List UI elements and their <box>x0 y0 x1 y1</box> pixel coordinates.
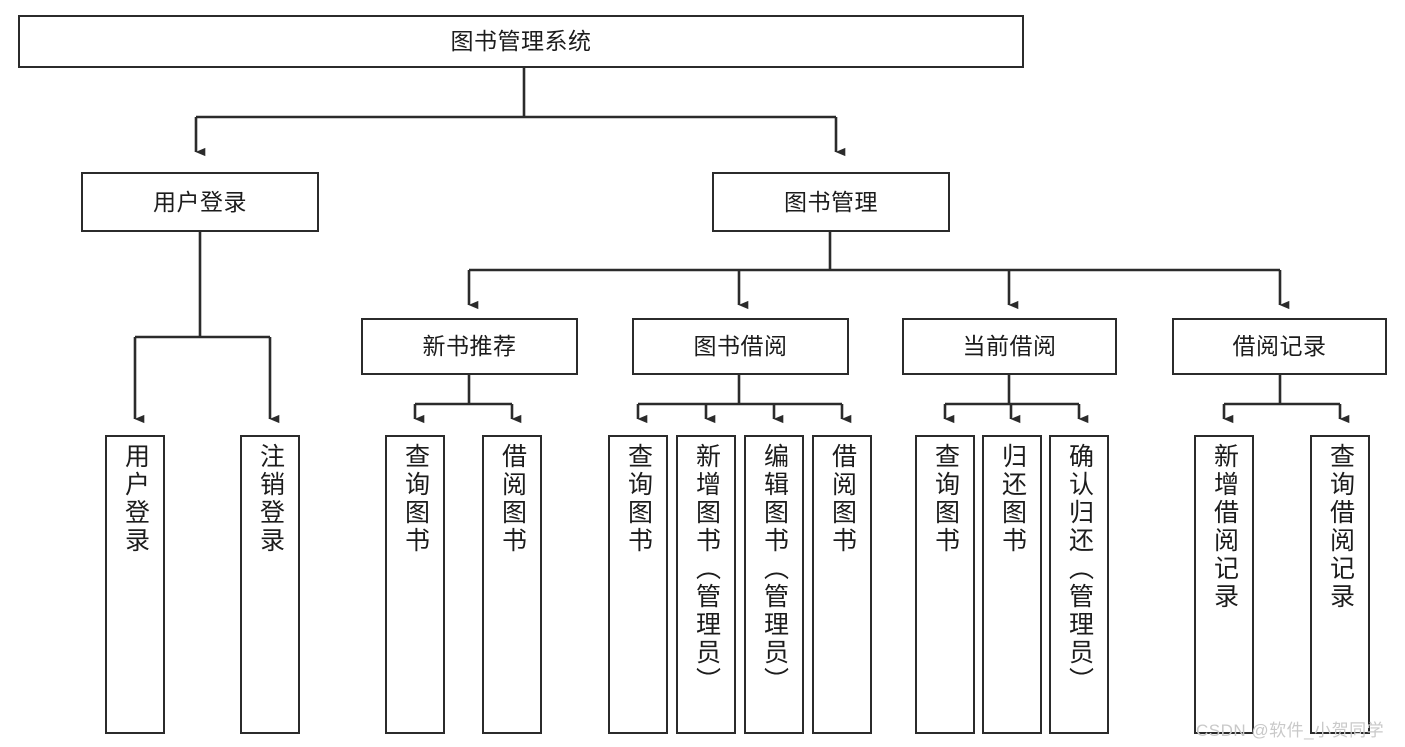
node-book-borrow[interactable]: 图书借阅 <box>632 318 849 375</box>
node-leaf-borrow-book-2[interactable]: 借阅图书 <box>812 435 872 734</box>
csdn-watermark: CSDN @软件_小贺同学 <box>1196 721 1385 740</box>
node-leaf-user-login-label: 用户登录 <box>121 443 150 555</box>
node-leaf-query-book-1[interactable]: 查询图书 <box>385 435 445 734</box>
node-leaf-edit-book[interactable]: 编辑图书（管理员） <box>744 435 804 734</box>
node-leaf-borrow-book-2-label: 借阅图书 <box>828 443 857 555</box>
node-borrow-record[interactable]: 借阅记录 <box>1172 318 1387 375</box>
node-leaf-query-book-1-label: 查询图书 <box>401 443 430 555</box>
node-book-management[interactable]: 图书管理 <box>712 172 950 232</box>
node-leaf-borrow-book-1-label: 借阅图书 <box>498 443 527 555</box>
node-leaf-borrow-book-1[interactable]: 借阅图书 <box>482 435 542 734</box>
node-leaf-user-login[interactable]: 用户登录 <box>105 435 165 734</box>
node-leaf-query-record[interactable]: 查询借阅记录 <box>1310 435 1370 734</box>
node-leaf-return-book-label: 归还图书 <box>998 443 1027 555</box>
node-book-management-label: 图书管理 <box>784 188 878 215</box>
node-leaf-confirm-return[interactable]: 确认归还（管理员） <box>1049 435 1109 734</box>
node-leaf-query-book-3-label: 查询图书 <box>931 443 960 555</box>
node-user-login[interactable]: 用户登录 <box>81 172 319 232</box>
node-root-system-label: 图书管理系统 <box>450 28 592 55</box>
node-leaf-add-record[interactable]: 新增借阅记录 <box>1194 435 1254 734</box>
node-leaf-add-book-label: 新增图书（管理员） <box>692 443 721 695</box>
node-leaf-query-book-3[interactable]: 查询图书 <box>915 435 975 734</box>
node-leaf-return-book[interactable]: 归还图书 <box>982 435 1042 734</box>
node-leaf-add-record-label: 新增借阅记录 <box>1210 443 1239 611</box>
node-leaf-confirm-return-label: 确认归还（管理员） <box>1065 443 1094 695</box>
node-new-book-recommend-label: 新书推荐 <box>422 333 517 360</box>
node-current-borrow-label: 当前借阅 <box>962 333 1057 360</box>
node-leaf-logout-login-label: 注销登录 <box>256 443 285 555</box>
node-leaf-add-book[interactable]: 新增图书（管理员） <box>676 435 736 734</box>
node-root-system[interactable]: 图书管理系统 <box>18 15 1024 68</box>
node-book-borrow-label: 图书借阅 <box>693 333 788 360</box>
node-leaf-edit-book-label: 编辑图书（管理员） <box>760 443 789 695</box>
node-user-login-label: 用户登录 <box>153 188 247 215</box>
node-leaf-logout-login[interactable]: 注销登录 <box>240 435 300 734</box>
node-current-borrow[interactable]: 当前借阅 <box>902 318 1117 375</box>
node-leaf-query-book-2-label: 查询图书 <box>624 443 653 555</box>
node-new-book-recommend[interactable]: 新书推荐 <box>361 318 578 375</box>
node-leaf-query-record-label: 查询借阅记录 <box>1326 443 1355 611</box>
node-borrow-record-label: 借阅记录 <box>1232 333 1327 360</box>
node-leaf-query-book-2[interactable]: 查询图书 <box>608 435 668 734</box>
